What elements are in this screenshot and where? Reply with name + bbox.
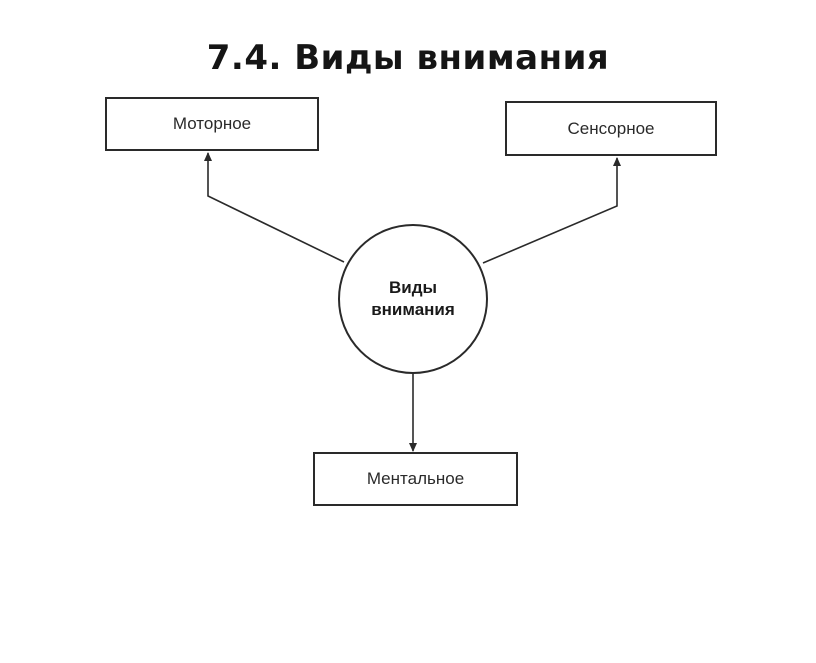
node-sensory: Сенсорное	[505, 101, 717, 156]
node-motor-label: Моторное	[172, 114, 252, 133]
center-label-line2: внимания	[371, 300, 455, 319]
center-node: Виды внимания	[338, 224, 488, 374]
node-mental-label: Ментальное	[366, 469, 465, 488]
node-mental: Ментальное	[313, 452, 518, 506]
node-motor: Моторное	[105, 97, 319, 151]
arrow-to-motor	[204, 152, 345, 263]
arrow-to-sensory	[482, 157, 621, 264]
center-label-line1: Виды	[388, 278, 438, 297]
node-sensory-label: Сенсорное	[567, 118, 655, 138]
diagram-title: 7.4. Виды внимания	[206, 38, 610, 78]
